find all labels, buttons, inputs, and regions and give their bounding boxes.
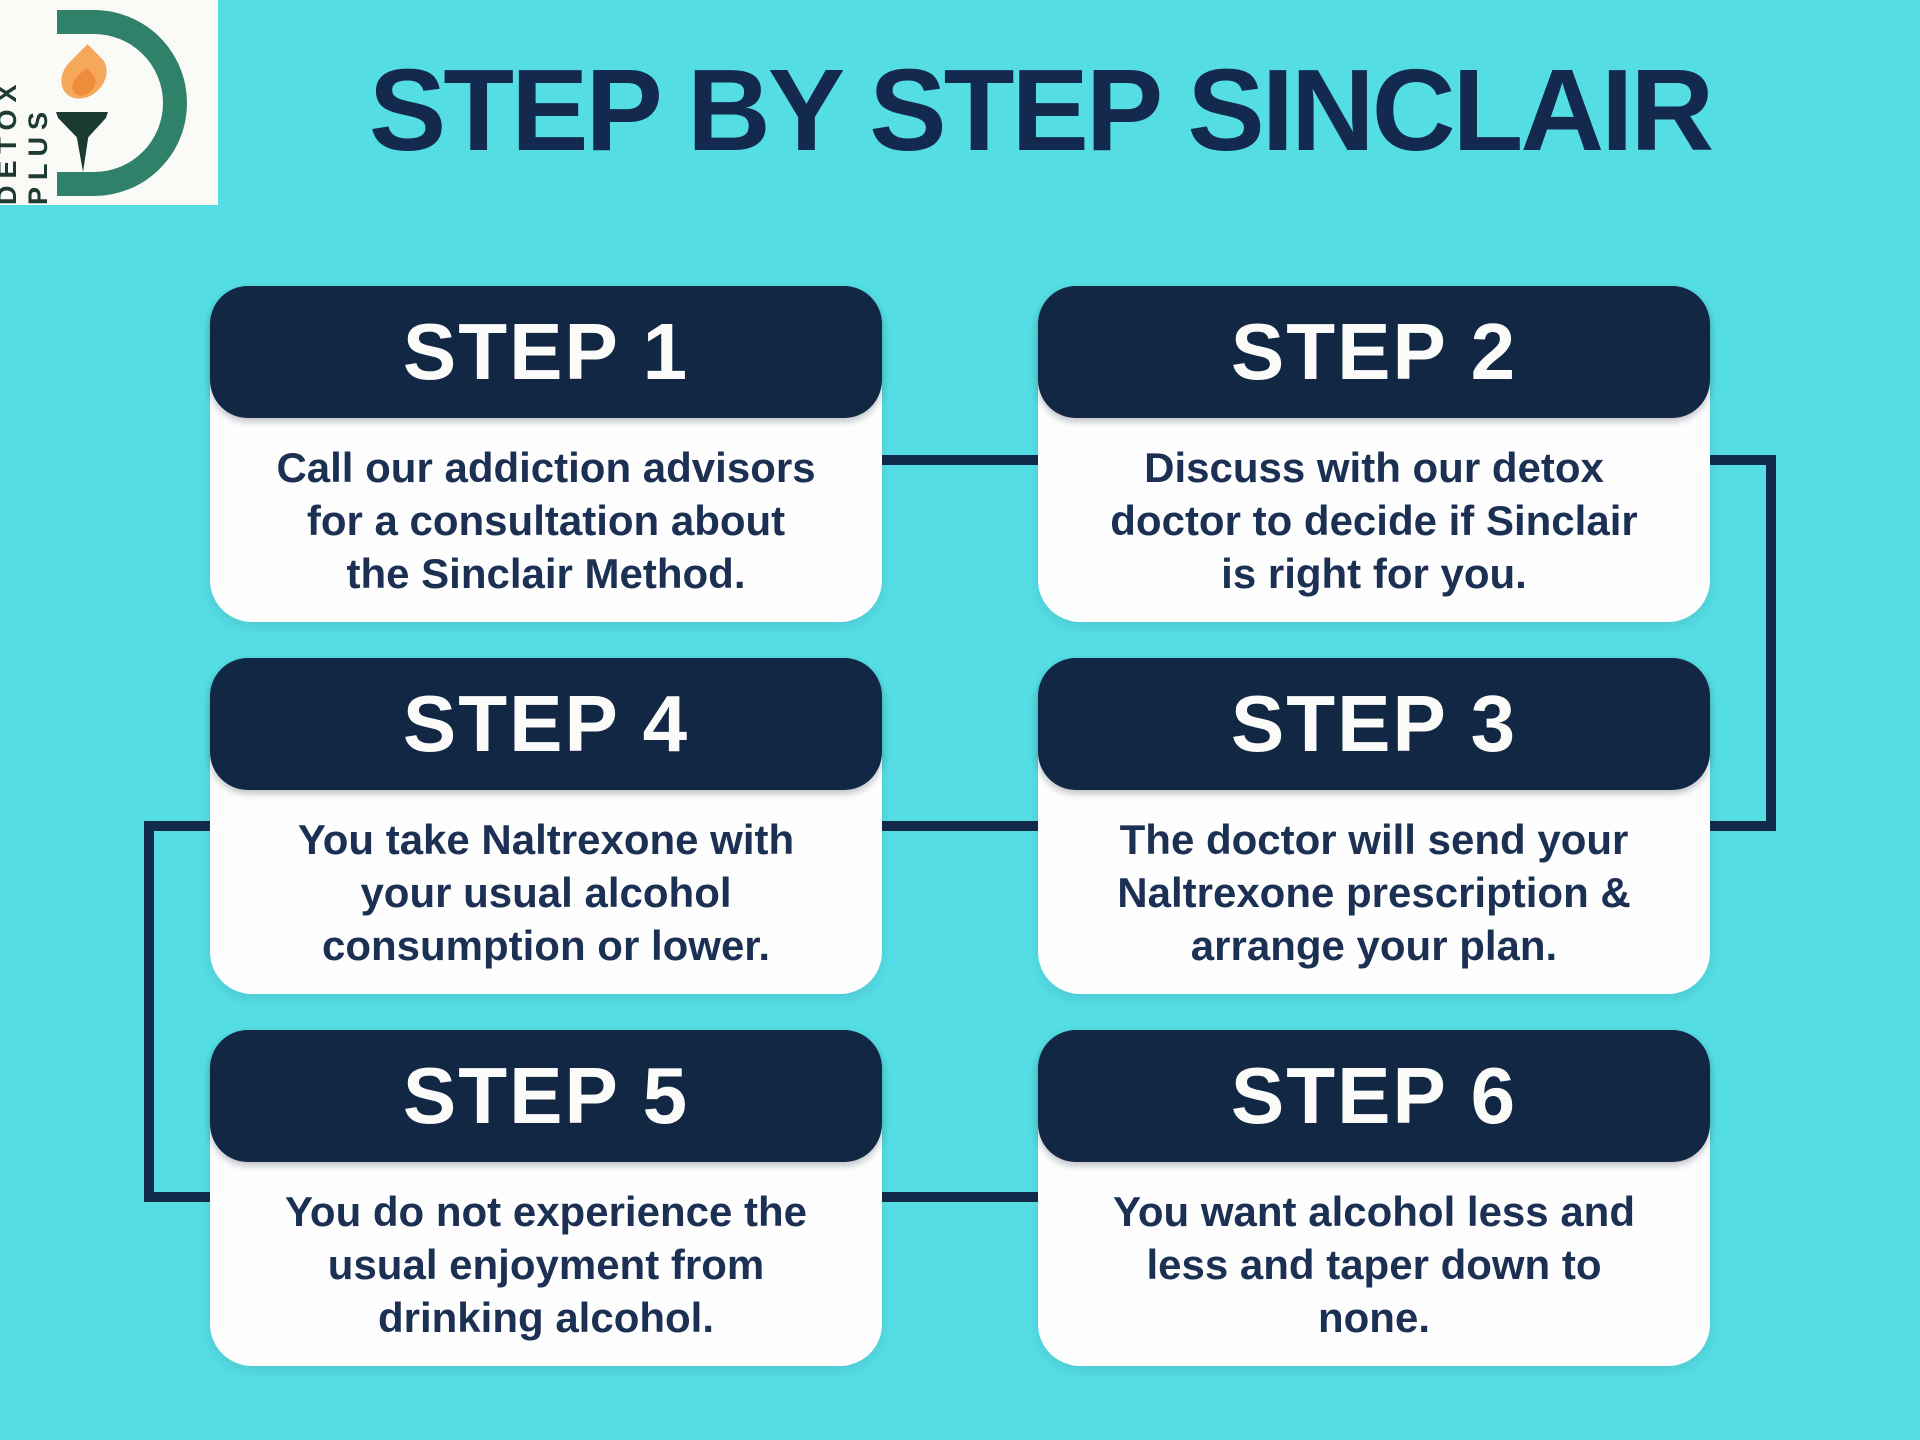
step-5-body: You do not experience the usual enjoymen…	[210, 1162, 882, 1366]
step-4-label: STEP 4	[402, 679, 690, 768]
step-4-body: You take Naltrexone with your usual alco…	[210, 790, 882, 994]
logo-brand-text: DETOX PLUS	[0, 77, 53, 205]
step-4-header: STEP 4	[210, 658, 882, 790]
step-5-line-3: drinking alcohol.	[377, 1293, 715, 1341]
step-2-line-2: doctor to decide if Sinclair	[1110, 496, 1638, 544]
step-6-header: STEP 6	[1038, 1030, 1710, 1162]
connector-step2-elbow-top	[1710, 455, 1776, 465]
connector-step5-elbow-bottom	[144, 1192, 210, 1202]
step-1-header: STEP 1	[210, 286, 882, 418]
detox-plus-logo: DETOX PLUS	[0, 0, 218, 205]
step-6-label: STEP 6	[1230, 1051, 1518, 1140]
step-5-card: STEP 5 You do not experience the usual e…	[210, 1030, 882, 1366]
step-3-header: STEP 3	[1038, 658, 1710, 790]
step-5-header: STEP 5	[210, 1030, 882, 1162]
step-6-line-2: less and taper down to	[1146, 1240, 1602, 1288]
step-4-line-1: You take Naltrexone with	[297, 815, 795, 863]
step-3-line-1: The doctor will send your	[1119, 815, 1629, 863]
torch-flame-icon	[52, 44, 116, 108]
step-2-line-3: is right for you.	[1221, 549, 1527, 597]
step-3-card: STEP 3 The doctor will send your Naltrex…	[1038, 658, 1710, 994]
step-2-label: STEP 2	[1230, 307, 1518, 396]
step-4-card: STEP 4 You take Naltrexone with your usu…	[210, 658, 882, 994]
step-3-line-2: Naltrexone prescription &	[1117, 868, 1631, 916]
step-2-body: Discuss with our detox doctor to decide …	[1038, 418, 1710, 622]
connector-step3-step4	[882, 821, 1038, 831]
step-1-line-3: the Sinclair Method.	[346, 549, 746, 597]
step-6-line-1: You want alcohol less and	[1113, 1187, 1635, 1235]
connector-step5-step6	[882, 1192, 1038, 1202]
connector-step4-elbow-top	[144, 821, 210, 831]
connector-step3-elbow-bottom	[1710, 821, 1776, 831]
step-6-line-3: none.	[1318, 1293, 1430, 1341]
step-3-line-3: arrange your plan.	[1190, 921, 1558, 969]
step-5-line-2: usual enjoyment from	[327, 1240, 765, 1288]
connector-step1-step2	[882, 455, 1038, 465]
page-title: STEP BY STEP SINCLAIR	[368, 45, 1714, 175]
step-1-line-1: Call our addiction advisors	[276, 443, 816, 491]
step-3-body: The doctor will send your Naltrexone pre…	[1038, 790, 1710, 994]
step-1-body: Call our addiction advisors for a consul…	[210, 418, 882, 622]
step-5-line-1: You do not experience the	[285, 1187, 807, 1235]
step-1-label: STEP 1	[402, 307, 690, 396]
step-6-body: You want alcohol less and less and taper…	[1038, 1162, 1710, 1366]
step-2-header: STEP 2	[1038, 286, 1710, 418]
step-4-line-2: your usual alcohol	[360, 868, 732, 916]
step-5-label: STEP 5	[402, 1051, 690, 1140]
step-2-card: STEP 2 Discuss with our detox doctor to …	[1038, 286, 1710, 622]
step-1-line-2: for a consultation about	[306, 496, 786, 544]
step-2-line-1: Discuss with our detox	[1144, 443, 1604, 491]
connector-step2-step3-vertical	[1766, 455, 1776, 831]
connector-step4-step5-vertical	[144, 821, 154, 1202]
step-3-label: STEP 3	[1230, 679, 1518, 768]
step-4-line-3: consumption or lower.	[321, 921, 771, 969]
step-1-card: STEP 1 Call our addiction advisors for a…	[210, 286, 882, 622]
step-6-card: STEP 6 You want alcohol less and less an…	[1038, 1030, 1710, 1366]
